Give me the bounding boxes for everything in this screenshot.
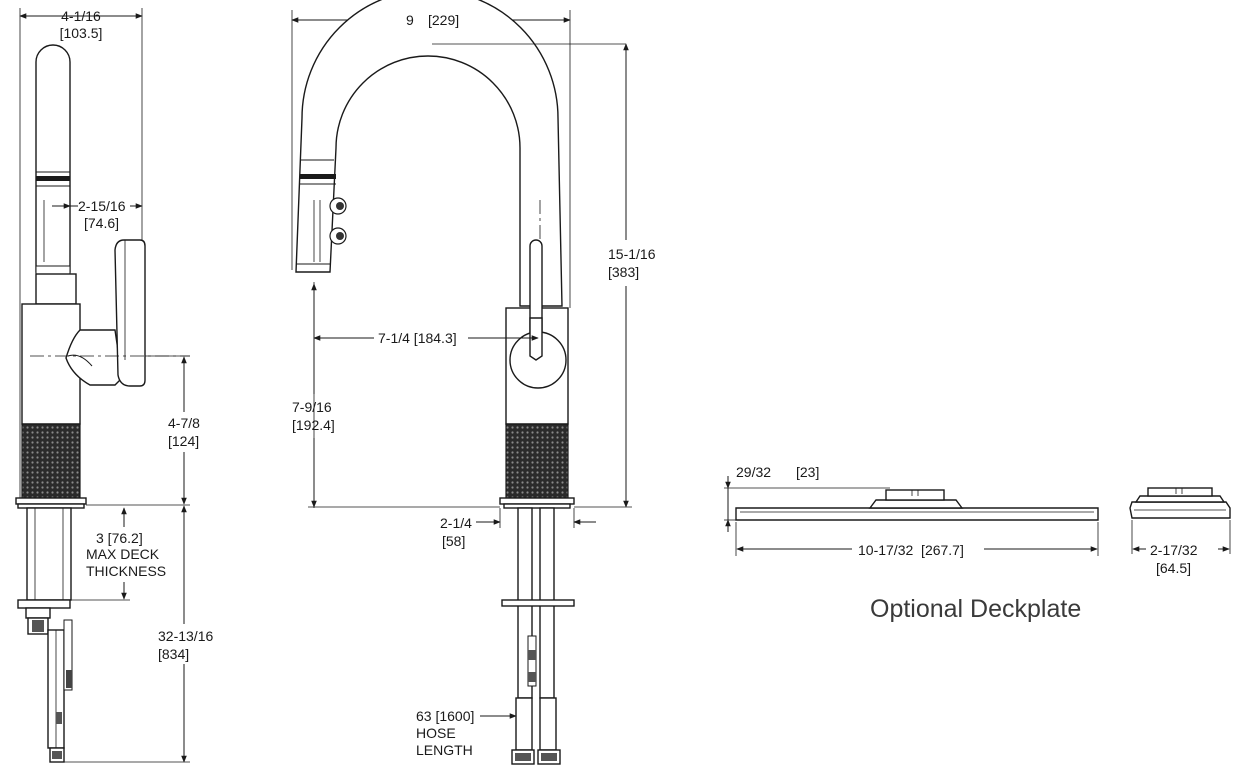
knurled-base	[21, 423, 81, 499]
deck-thickness-label-1: MAX DECK	[86, 546, 160, 562]
spout-mm-label: [74.6]	[84, 215, 119, 231]
knurled-base-front	[505, 423, 569, 499]
width-inch-label: 4-1/16	[61, 8, 101, 24]
handle-height-mm-label: [124]	[168, 433, 199, 449]
height-mm-label: [383]	[608, 264, 639, 280]
deckplate-view: 29/32 [23] 10-17/32 [267.7] 2-17/32 [64.…	[724, 464, 1231, 623]
deck-thickness-value: 3 [76.2]	[96, 530, 143, 546]
deckplate-length-label: 10-17/32 [267.7]	[858, 542, 964, 558]
width-mm-label: [103.5]	[60, 25, 103, 41]
hose-length-label-2: LENGTH	[416, 742, 473, 758]
deckplate-depth-mm-label: [64.5]	[1156, 560, 1191, 576]
hose-length-value: 63 [1600]	[416, 708, 474, 724]
deckplate-height-mm-label: [23]	[796, 464, 819, 480]
front-view: 9 [229] 15-1/16 [383] 7-1/4 [184.3] 7-9/…	[291, 0, 656, 765]
spout-height-mm-label: [192.4]	[292, 417, 335, 433]
side-view: 4-1/16 [103.5] 2-15/16 [74.6] 4-7/8 [124…	[15, 8, 213, 763]
total-height-inch-label: 32-13/16	[158, 628, 213, 644]
base-width-inch-label: 2-1/4	[440, 515, 472, 531]
total-height-mm-label: [834]	[158, 646, 189, 662]
gooseneck-spout	[295, 0, 563, 307]
deckplate-height-inch-label: 29/32	[736, 464, 771, 480]
deckplate-caption: Optional Deckplate	[870, 595, 1081, 623]
spout-height-inch-label: 7-9/16	[292, 399, 332, 415]
hose-length-label-1: HOSE	[416, 725, 456, 741]
reach-inch-label: 9	[406, 12, 414, 28]
deck-thickness-label-2: THICKNESS	[86, 563, 166, 579]
spray-wand	[35, 44, 71, 273]
spout-reach-label: 7-1/4 [184.3]	[378, 330, 457, 346]
height-inch-label: 15-1/16	[608, 246, 656, 262]
base-width-mm-label: [58]	[442, 533, 465, 549]
deckplate-side	[735, 507, 1099, 521]
deckplate-collar	[885, 489, 945, 501]
deckplate-depth-inch-label: 2-17/32	[1150, 542, 1198, 558]
handle-height-inch-label: 4-7/8	[168, 415, 200, 431]
spout-inch-label: 2-15/16	[78, 198, 126, 214]
reach-mm-label: [229]	[428, 12, 459, 28]
handle-lever	[114, 239, 146, 387]
